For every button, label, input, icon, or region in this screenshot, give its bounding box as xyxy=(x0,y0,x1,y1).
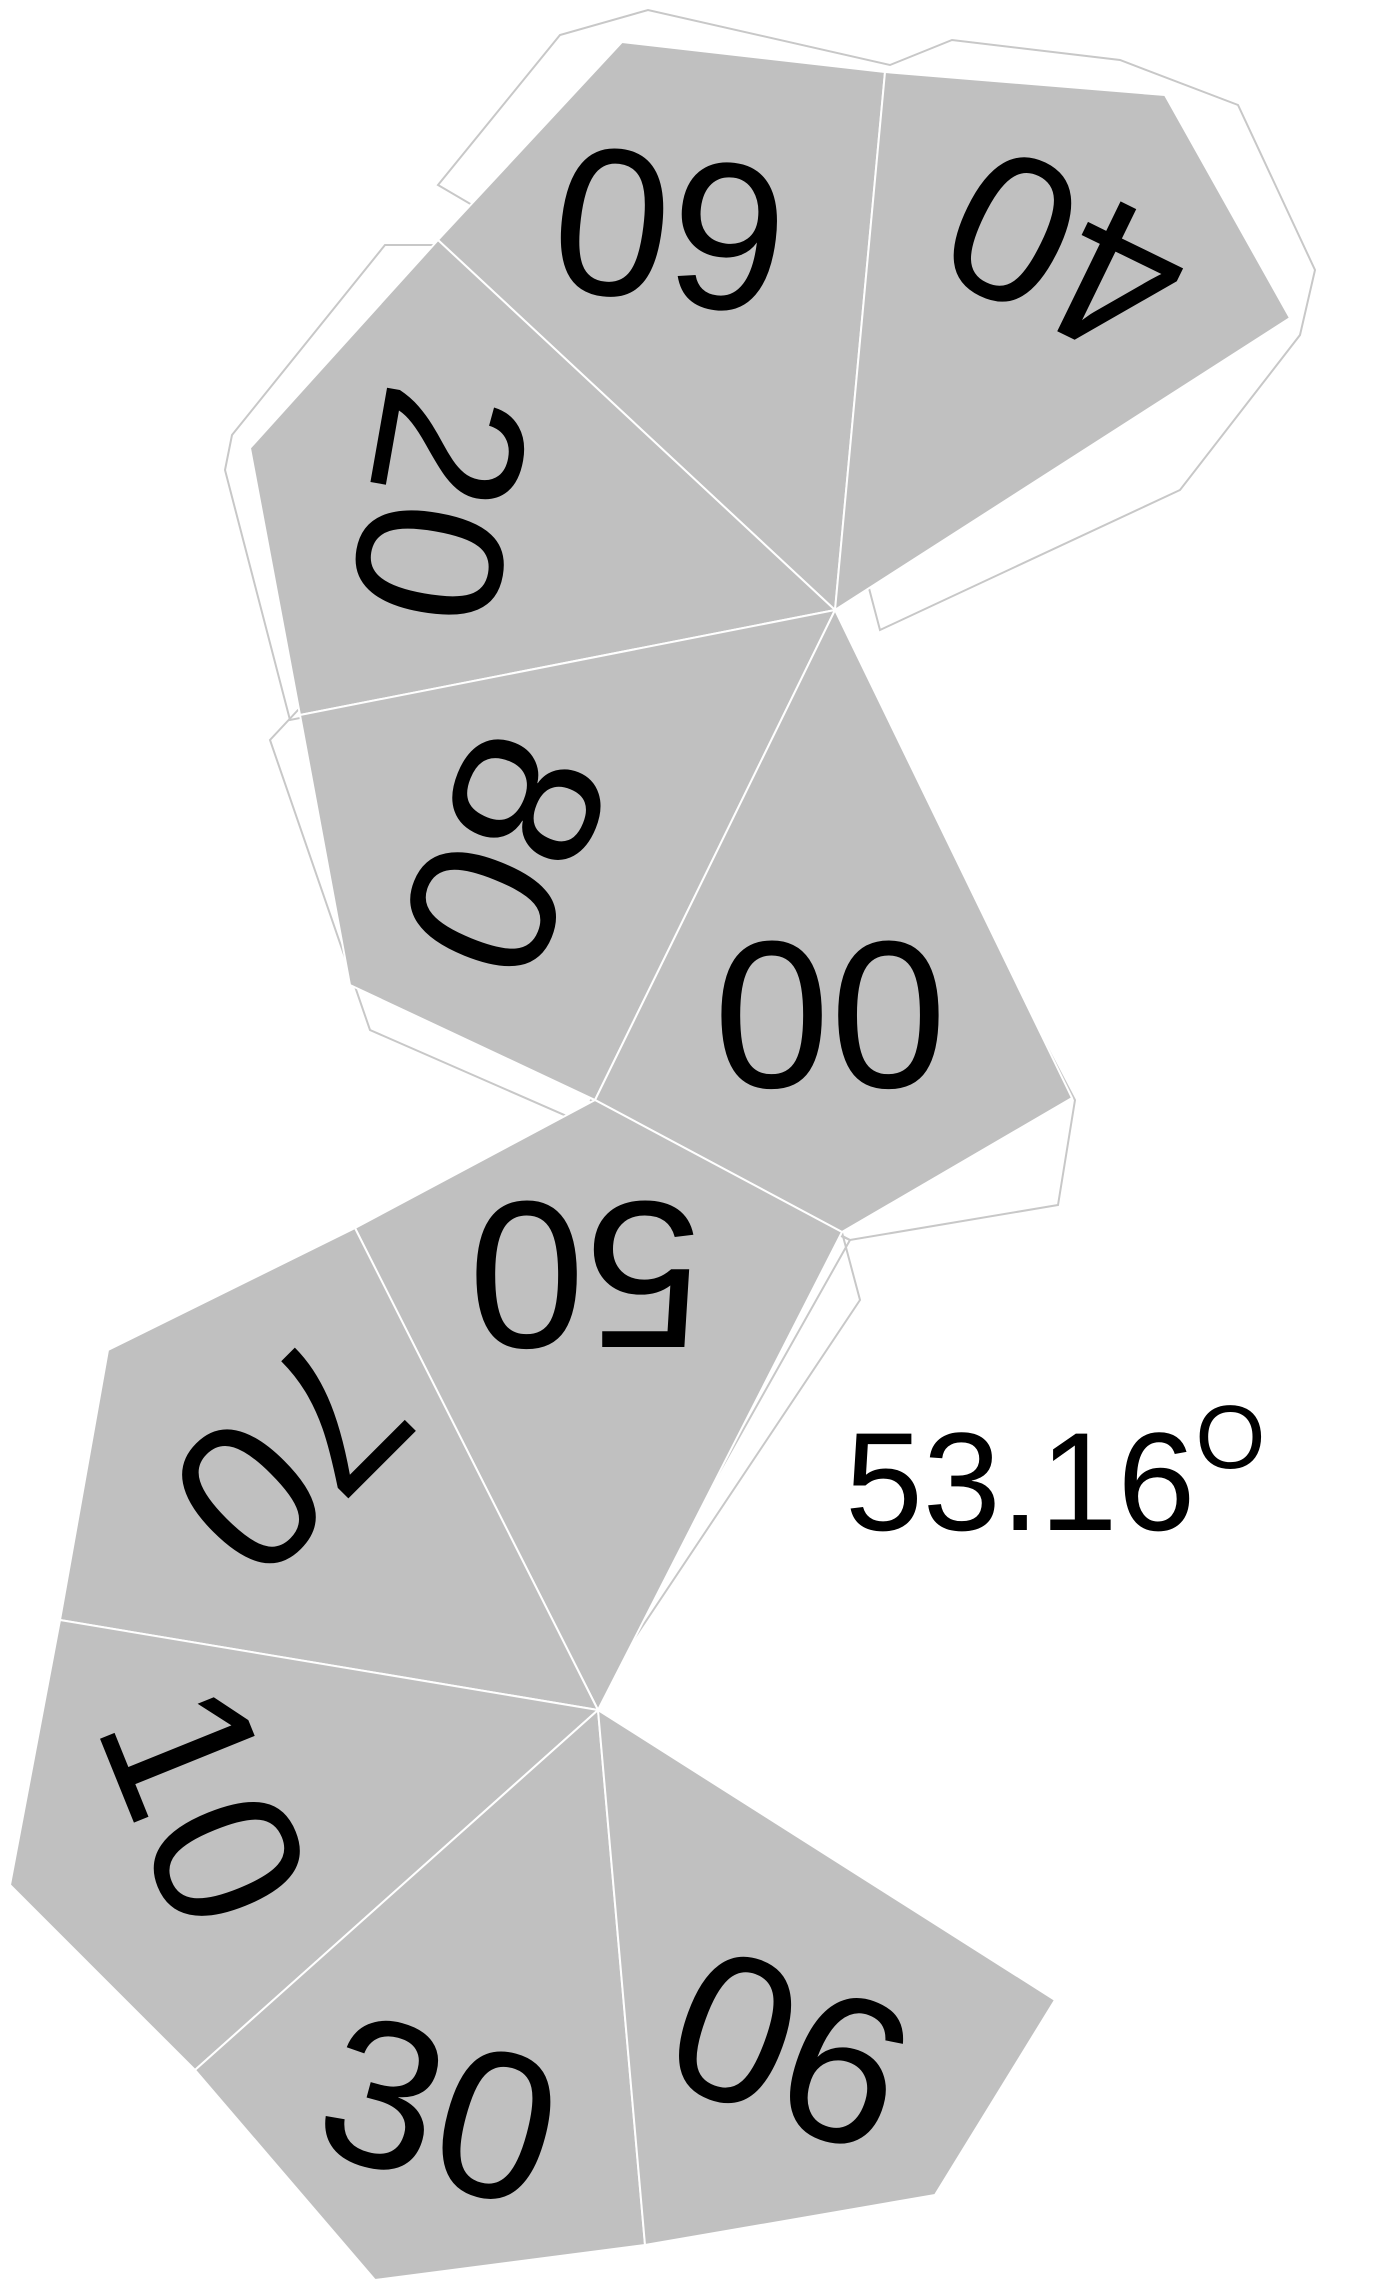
face-50-label: 50 xyxy=(468,1158,702,1393)
face-90-shape xyxy=(596,1708,1057,2247)
face-60-label: 60 xyxy=(540,99,800,361)
angle-value: 53.16 xyxy=(845,1403,1195,1560)
angle-annotation: 53.16O xyxy=(845,1388,1265,1560)
angle-degree-mark: O xyxy=(1195,1388,1265,1488)
outline-top xyxy=(436,8,1317,632)
face-20-label: 20 xyxy=(304,370,576,641)
face-40-shape xyxy=(833,70,1292,612)
face-00-label: 00 xyxy=(713,898,947,1133)
